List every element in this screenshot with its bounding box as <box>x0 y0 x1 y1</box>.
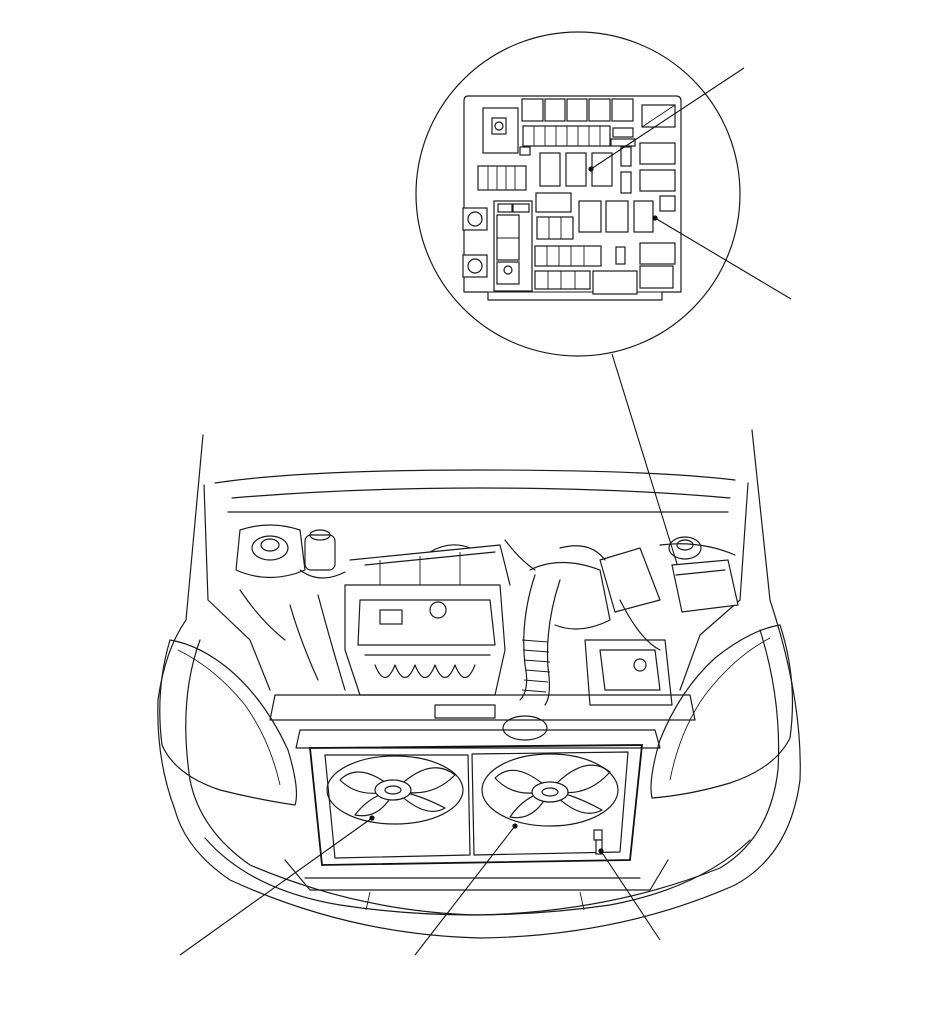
intake-hose <box>519 561 611 706</box>
fuse-box-left-block <box>477 107 531 191</box>
underhood-fuse-box <box>659 543 739 613</box>
hood-opening <box>214 469 736 484</box>
headlight-right <box>650 624 794 799</box>
fan-right-motor <box>531 781 569 803</box>
radiator-fan-assembly <box>179 744 661 956</box>
brake-reservoir <box>299 529 346 579</box>
callout-leader-fan-motor-right <box>414 825 516 956</box>
fuse-row-bottom <box>534 245 638 295</box>
hood-left-edge <box>185 434 204 621</box>
strut-tower-right <box>668 536 702 560</box>
radiator-cap <box>502 715 548 741</box>
fuse-box-lower-left <box>462 200 533 292</box>
fan-left-motor <box>374 779 412 801</box>
detail-connector-line <box>611 353 683 581</box>
strut-tower-left <box>235 524 306 579</box>
fuse-row-top <box>521 98 636 147</box>
callout-leader-relay-upper <box>590 67 745 170</box>
fuse-box-detail <box>415 31 792 581</box>
hood-right-edge <box>751 429 771 601</box>
fan-right <box>481 753 619 827</box>
detail-magnifier-circle <box>415 31 741 357</box>
relay-cluster-center <box>535 146 676 240</box>
radiator-shroud <box>309 744 643 866</box>
callout-leader-relay-lower <box>654 217 792 300</box>
fan-left <box>326 755 464 825</box>
callout-leader-temp-switch <box>600 850 661 941</box>
battery-air-box <box>584 547 673 706</box>
engine-block <box>344 544 511 696</box>
fuse-box-right-column <box>639 104 676 289</box>
front-body-outline <box>157 599 801 939</box>
fuse-box-housing <box>463 95 682 301</box>
headlight-left <box>159 639 298 806</box>
radiator-temp-switch <box>593 829 603 855</box>
radiator-support <box>269 694 696 721</box>
callout-leader-fan-motor-left <box>179 817 373 956</box>
vehicle-front <box>157 429 801 939</box>
front-bumper <box>204 837 751 916</box>
